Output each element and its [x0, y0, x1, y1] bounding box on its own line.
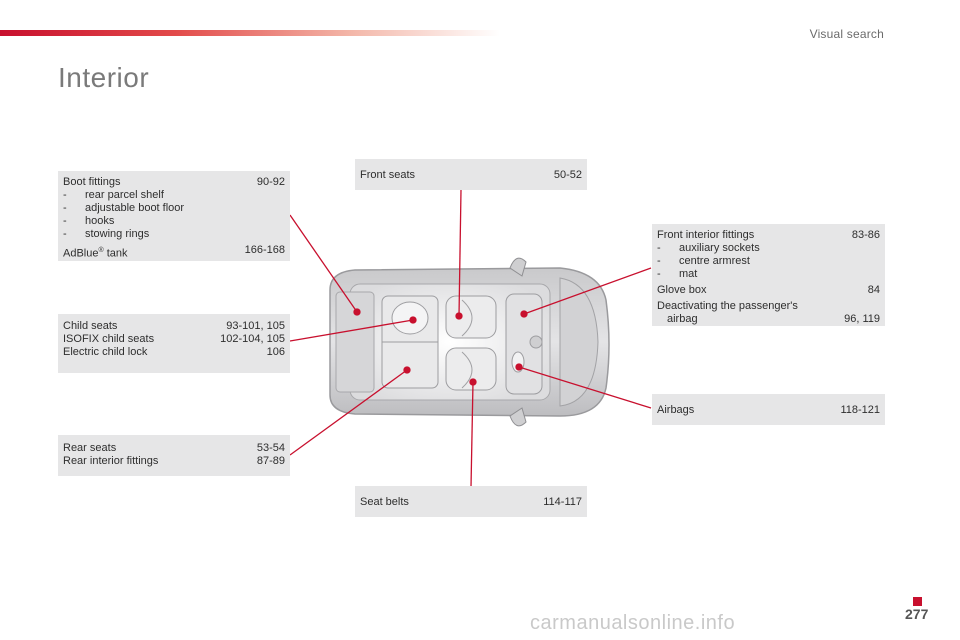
front-seats-label: Front seats [360, 169, 416, 181]
front-interior-subitem: -auxiliary sockets [657, 242, 760, 254]
boot-fittings-label: Boot fittings [63, 176, 121, 188]
front-interior-subitem: -centre armrest [657, 255, 750, 267]
boot-fittings-row: Boot fittings 90-92 [63, 176, 285, 189]
front-seats-box: Front seats 50-52 [355, 159, 587, 190]
page-title: Interior [58, 62, 150, 93]
airbags-label: Airbags [657, 404, 695, 416]
boot-fittings-pages: 90-92 [256, 176, 285, 188]
adblue-row: AdBlue® tank 166-168 [63, 244, 285, 261]
deactivating-airbag-line1: Deactivating the passenger's [657, 300, 798, 312]
boot-subitem: -stowing rings [63, 228, 150, 240]
adblue-pages: 166-168 [244, 244, 285, 256]
airbags-box: Airbags 118-121 [652, 394, 885, 425]
adblue-label: AdBlue® tank [63, 247, 128, 260]
page-marker-square [913, 597, 922, 606]
boot-subitem: -adjustable boot floor [63, 202, 185, 214]
front-interior-subitem: -mat [657, 268, 698, 280]
watermark: carmanualsonline.info [530, 612, 736, 634]
section-title: Visual search [809, 27, 884, 41]
seat-belts-box: Seat belts 114-117 [355, 486, 587, 517]
page-number: 277 [905, 606, 929, 622]
top-accent-bar [0, 30, 500, 36]
seat-belts-label: Seat belts [360, 496, 409, 508]
boot-subitem: -rear parcel shelf [63, 189, 164, 201]
seat-belts-pages: 114-117 [543, 496, 582, 508]
boot-subitem: -hooks [63, 215, 115, 227]
boot-fittings-box: Boot fittings 90-92 -rear parcel shelf -… [58, 171, 290, 261]
airbags-pages: 118-121 [840, 404, 880, 416]
front-seats-pages: 50-52 [553, 169, 582, 181]
